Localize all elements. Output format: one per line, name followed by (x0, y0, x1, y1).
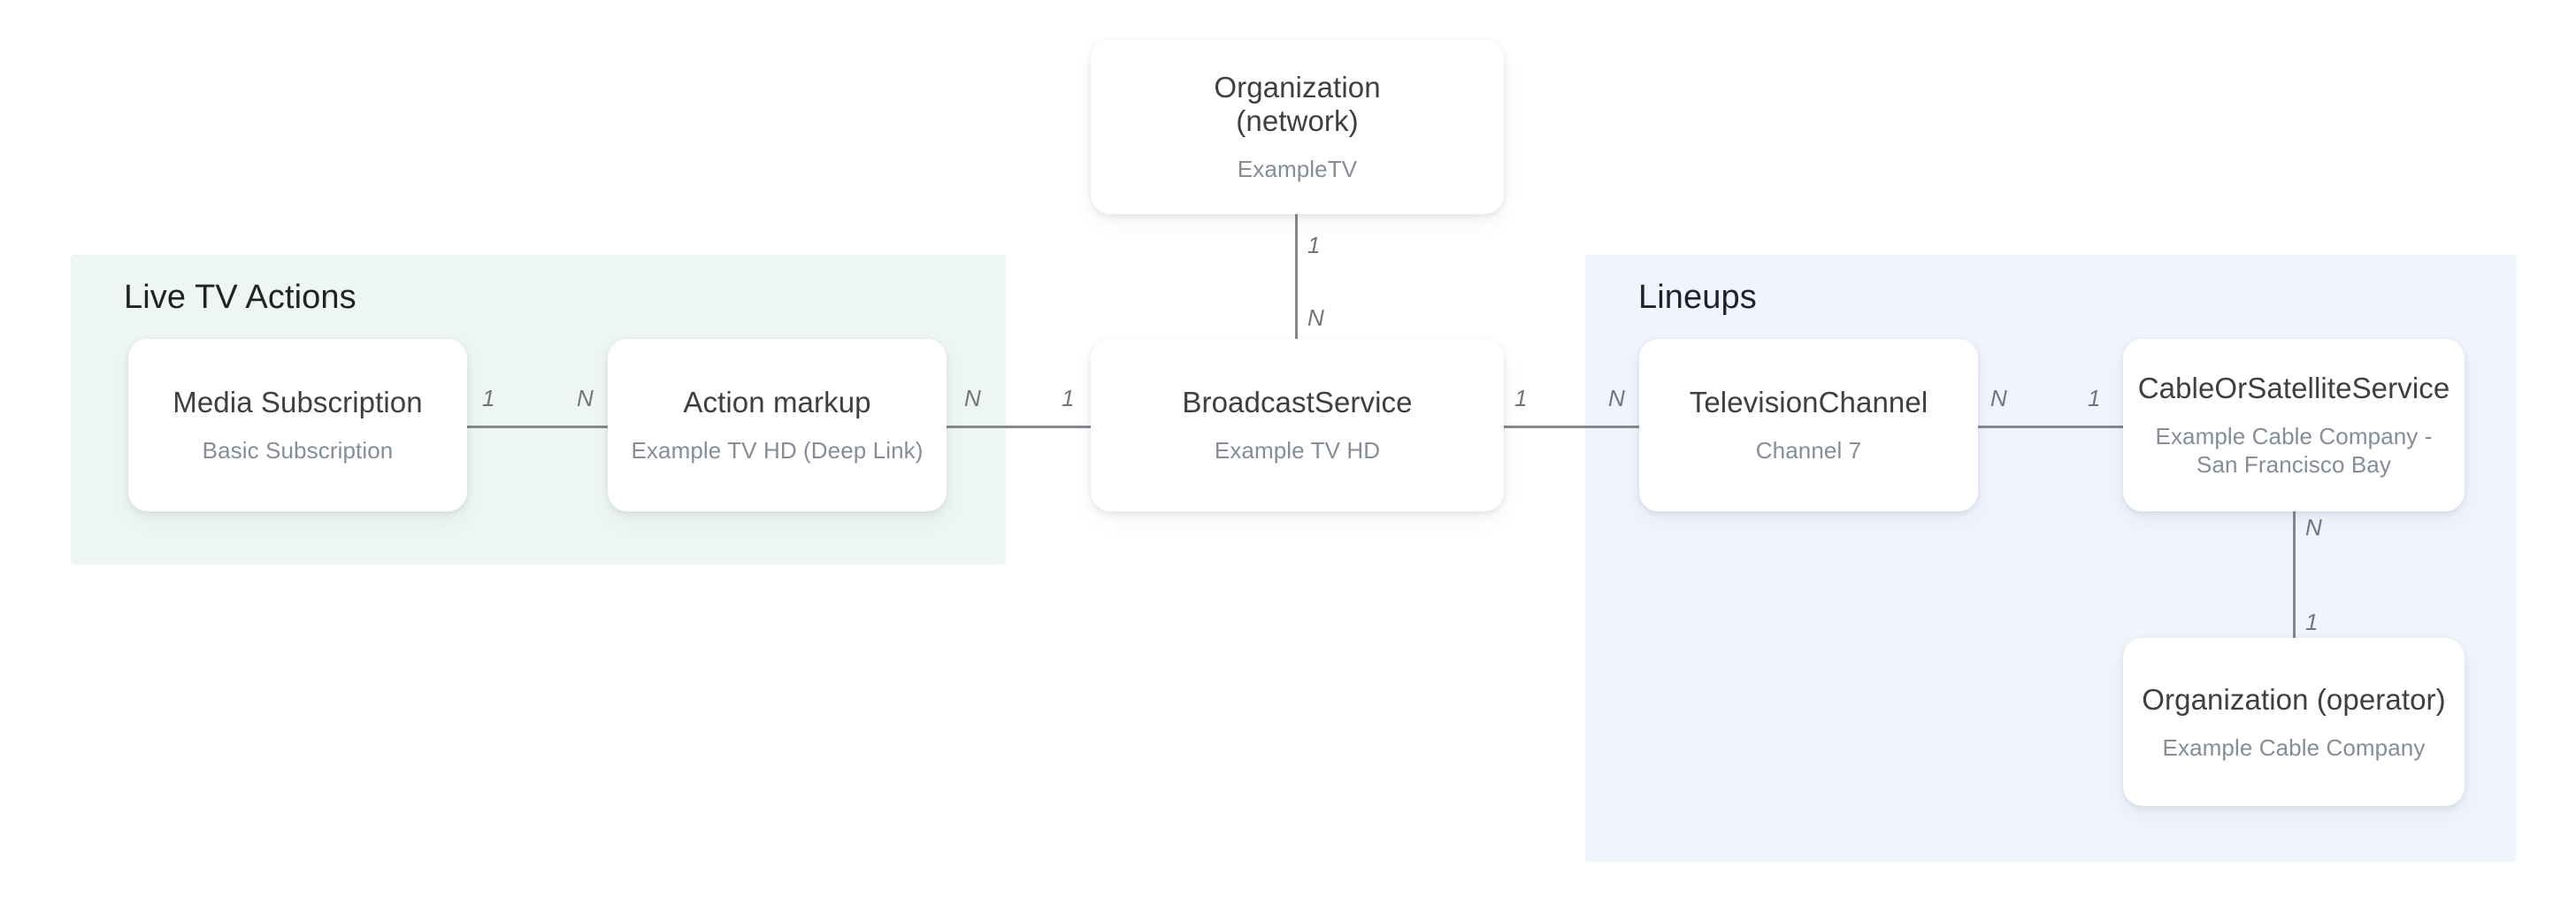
edge-label-broadcast-service-to: N (1608, 385, 1625, 411)
node-title: Organization(network) (1214, 71, 1380, 138)
edge-organization-network-broadcast-service (1295, 214, 1298, 339)
node-title: Action markup (683, 386, 871, 418)
node-title-line-1: Organization (1214, 71, 1381, 104)
node-subtitle: Basic Subscription (202, 437, 394, 464)
node-subtitle: Example TV HD (1214, 437, 1381, 464)
node-organization-network[interactable]: Organization(network) ExampleTV (1091, 40, 1504, 214)
node-television-channel[interactable]: TelevisionChannel Channel 7 (1639, 339, 1978, 511)
node-organization-operator[interactable]: Organization (operator) Example Cable Co… (2123, 638, 2465, 806)
edge-label-action-markup-to: 1 (1062, 385, 1075, 411)
edge-label-organization-network-to: N (1307, 304, 1324, 331)
node-subtitle: Example TV HD (Deep Link) (631, 437, 924, 464)
edge-television-channel-cable-or-satellite-service (1976, 426, 2128, 428)
node-subtitle: Example Cable Company (2162, 733, 2426, 761)
node-title: Media Subscription (172, 386, 423, 418)
edge-media-subscription-action-markup (467, 426, 608, 428)
node-action-markup[interactable]: Action markup Example TV HD (Deep Link) (608, 339, 947, 511)
edge-label-cable-or-satellite-service-to: 1 (2305, 609, 2319, 635)
edge-label-action-markup-from: N (964, 385, 981, 411)
node-cable-or-satellite-service[interactable]: CableOrSatelliteService Example Cable Co… (2123, 339, 2465, 511)
edge-label-television-channel-from: N (1990, 385, 2007, 411)
edge-label-organization-network-from: 1 (1307, 232, 1321, 258)
node-title: CableOrSatelliteService (2137, 372, 2450, 404)
edge-label-cable-or-satellite-service-from: N (2305, 514, 2322, 541)
edge-action-markup-broadcast-service (947, 426, 1092, 428)
node-title-line-2: (network) (1236, 104, 1359, 137)
edge-cable-or-satellite-service-organization-operator (2293, 511, 2296, 640)
node-title: TelevisionChannel (1689, 386, 1928, 418)
group-title-live-tv-actions: Live TV Actions (124, 279, 356, 316)
node-subtitle: ExampleTV (1237, 156, 1358, 182)
node-subtitle: Example Cable Company -San Francisco Bay (2156, 422, 2433, 479)
node-subtitle-line-1: Example Cable Company - (2155, 423, 2433, 449)
node-subtitle: Channel 7 (1755, 437, 1862, 464)
node-title: BroadcastService (1182, 386, 1413, 418)
edge-label-media-subscription-to: N (577, 385, 594, 411)
node-broadcast-service[interactable]: BroadcastService Example TV HD (1091, 339, 1504, 511)
group-title-lineups: Lineups (1638, 279, 1757, 316)
edge-broadcast-service-television-channel (1501, 426, 1639, 428)
edge-label-television-channel-to: 1 (2088, 385, 2101, 411)
node-media-subscription[interactable]: Media Subscription Basic Subscription (128, 339, 467, 511)
node-subtitle-line-2: San Francisco Bay (2196, 451, 2391, 478)
edge-label-broadcast-service-from: 1 (1514, 385, 1528, 411)
edge-label-media-subscription-from: 1 (482, 385, 495, 411)
node-title: Organization (operator) (2142, 682, 2446, 716)
